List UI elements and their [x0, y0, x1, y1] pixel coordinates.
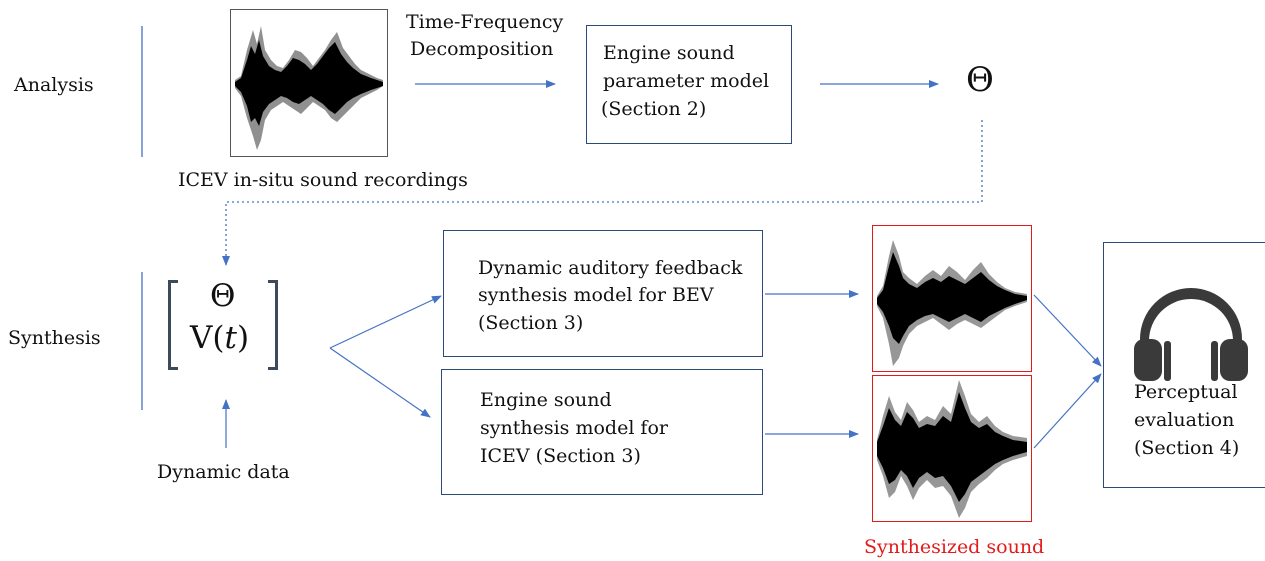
- parameter-model-line3: (Section 2): [601, 98, 707, 120]
- perceptual-line1: Perceptual: [1134, 381, 1238, 403]
- synthesized-sound-caption: Synthesized sound: [864, 536, 1045, 558]
- parameter-model-line2: parameter model: [603, 70, 770, 92]
- icev-model-line1: Engine sound: [480, 389, 612, 411]
- vector-left-bracket: [168, 280, 178, 370]
- bev-model-line2: synthesis model for BEV: [478, 284, 714, 306]
- waveform-graphic: [877, 380, 1027, 518]
- arrow-to-bev-model: [329, 295, 442, 349]
- perceptual-line3: (Section 4): [1134, 437, 1240, 459]
- parameter-vector: Θ V(t): [168, 278, 288, 374]
- recordings-caption: ICEV in-situ sound recordings: [178, 169, 468, 191]
- synthesized-waveform-icev: [872, 375, 1032, 522]
- headphones-icon: [1134, 288, 1248, 381]
- waveform-graphic: [877, 240, 1027, 366]
- parameter-model-box: Engine sound parameter model (Section 2): [586, 25, 792, 144]
- icev-model-box: Engine sound synthesis model for ICEV (S…: [441, 369, 763, 495]
- vector-theta: Θ: [210, 278, 236, 314]
- arrow-theta-to-synthesis: [222, 120, 983, 266]
- decomposition-label-line2: Decomposition: [410, 38, 554, 60]
- bev-model-line1: Dynamic auditory feedback: [478, 257, 743, 279]
- decomposition-label-line1: Time-Frequency: [406, 11, 564, 33]
- arrow-sound2-to-eval: [1033, 373, 1102, 449]
- perceptual-line2: evaluation: [1134, 409, 1235, 431]
- parameter-model-line1: Engine sound: [603, 42, 735, 64]
- arrow-to-icev-model: [329, 347, 431, 418]
- arrow-sound1-to-eval: [1033, 294, 1102, 367]
- synthesized-waveform-bev: [872, 225, 1032, 372]
- analysis-row-label: Analysis: [14, 74, 94, 96]
- icev-model-line3: ICEV (Section 3): [480, 445, 641, 467]
- perceptual-evaluation-box: Perceptual evaluation (Section 4): [1103, 242, 1265, 488]
- vector-velocity: V(t): [190, 320, 250, 356]
- waveform-graphic: [235, 26, 383, 150]
- theta-symbol: Θ: [966, 60, 994, 100]
- bev-model-line3: (Section 3): [478, 312, 584, 334]
- dynamic-data-label: Dynamic data: [157, 461, 290, 483]
- recording-waveform-image: [230, 9, 388, 157]
- vector-right-bracket: [268, 280, 278, 370]
- icev-model-line2: synthesis model for: [480, 417, 668, 439]
- synthesis-row-label: Synthesis: [8, 327, 101, 349]
- bev-model-box: Dynamic auditory feedback synthesis mode…: [443, 230, 763, 357]
